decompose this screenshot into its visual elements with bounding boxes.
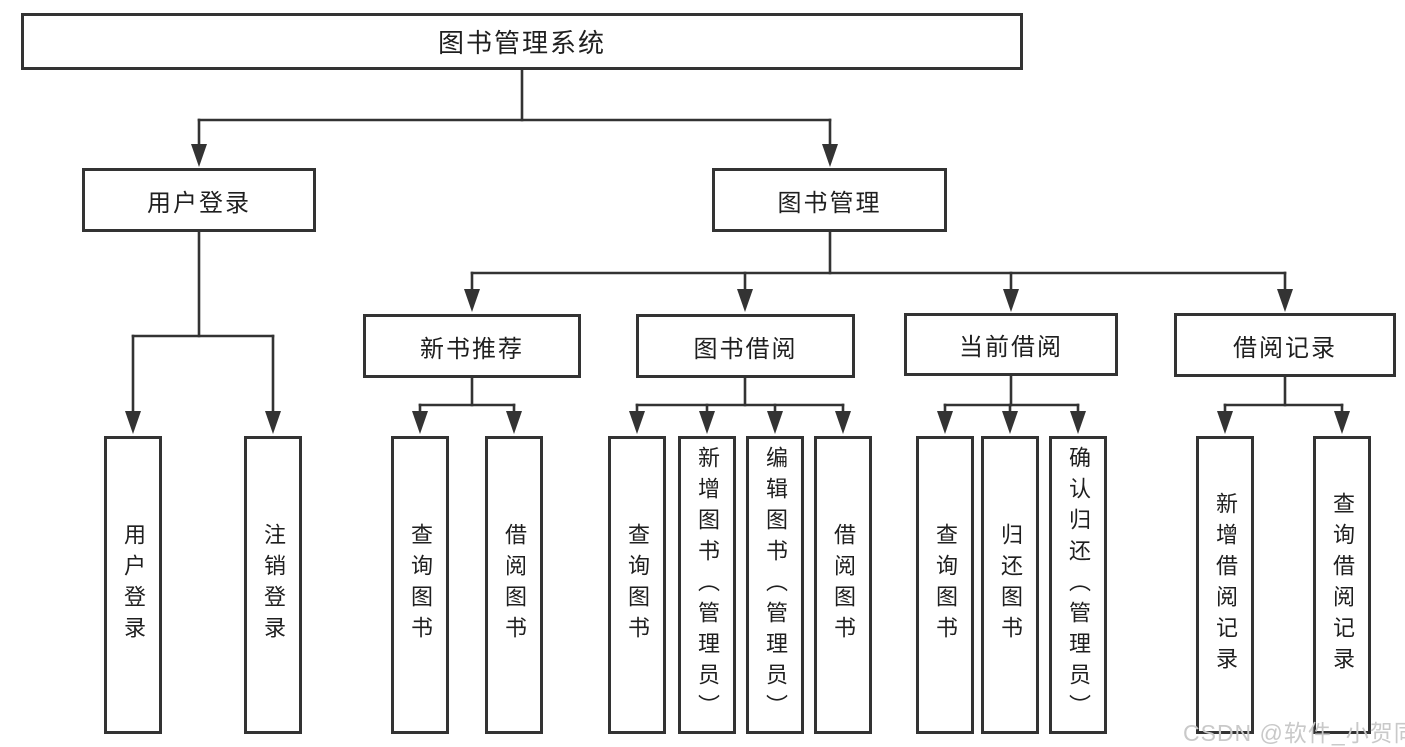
leaf-borrow-books-borrowing-label: 借阅图书 xyxy=(831,523,856,647)
leaf-confirm-return-admin-label: 确认归还（管理员） xyxy=(1066,445,1091,725)
node-book-management: 图书管理 xyxy=(712,168,947,232)
node-book-management-label: 图书管理 xyxy=(777,189,882,217)
node-borrow-records-label: 借阅记录 xyxy=(1233,334,1337,362)
node-user-login-group: 用户登录 xyxy=(82,168,316,232)
leaf-query-books-borrowing-label: 查询图书 xyxy=(625,523,650,647)
leaf-edit-books-admin: 编辑图书（管理员） xyxy=(746,436,804,734)
leaf-borrow-books-recommend-label: 借阅图书 xyxy=(502,523,527,647)
leaf-return-books-label: 归还图书 xyxy=(998,523,1023,647)
leaf-add-books-admin: 新增图书（管理员） xyxy=(678,436,736,734)
node-new-book-recommend: 新书推荐 xyxy=(363,314,581,378)
node-root-label: 图书管理系统 xyxy=(437,28,606,58)
node-current-borrowing: 当前借阅 xyxy=(904,313,1118,376)
leaf-borrow-books-recommend: 借阅图书 xyxy=(485,436,543,734)
leaf-add-books-admin-label: 新增图书（管理员） xyxy=(695,445,720,725)
node-borrow-records: 借阅记录 xyxy=(1174,313,1396,377)
leaf-return-books: 归还图书 xyxy=(981,436,1039,734)
node-book-borrowing-label: 图书借阅 xyxy=(693,335,798,363)
leaf-confirm-return-admin: 确认归还（管理员） xyxy=(1049,436,1107,734)
leaf-query-borrow-record-label: 查询借阅记录 xyxy=(1330,492,1355,678)
leaf-add-borrow-record: 新增借阅记录 xyxy=(1196,436,1254,734)
leaf-user-login-label: 用户登录 xyxy=(121,523,146,647)
node-current-borrowing-label: 当前借阅 xyxy=(959,334,1063,361)
leaf-add-borrow-record-label: 新增借阅记录 xyxy=(1213,492,1238,678)
node-new-book-recommend-label: 新书推荐 xyxy=(420,335,524,363)
leaf-borrow-books-borrowing: 借阅图书 xyxy=(814,436,872,734)
node-book-borrowing: 图书借阅 xyxy=(636,314,855,378)
leaf-query-books-current: 查询图书 xyxy=(916,436,974,734)
leaf-edit-books-admin-label: 编辑图书（管理员） xyxy=(763,445,788,725)
node-user-login-group-label: 用户登录 xyxy=(147,189,251,217)
watermark: CSDN @软件_小贺同学 xyxy=(1183,720,1405,746)
node-root: 图书管理系统 xyxy=(21,13,1023,70)
leaf-query-books-recommend: 查询图书 xyxy=(391,436,449,734)
leaf-query-borrow-record: 查询借阅记录 xyxy=(1313,436,1371,734)
leaf-query-books-borrowing: 查询图书 xyxy=(608,436,666,734)
leaf-query-books-recommend-label: 查询图书 xyxy=(408,523,433,647)
leaf-user-login: 用户登录 xyxy=(104,436,162,734)
leaf-logout: 注销登录 xyxy=(244,436,302,734)
leaf-query-books-current-label: 查询图书 xyxy=(933,523,958,647)
leaf-logout-label: 注销登录 xyxy=(261,523,286,647)
